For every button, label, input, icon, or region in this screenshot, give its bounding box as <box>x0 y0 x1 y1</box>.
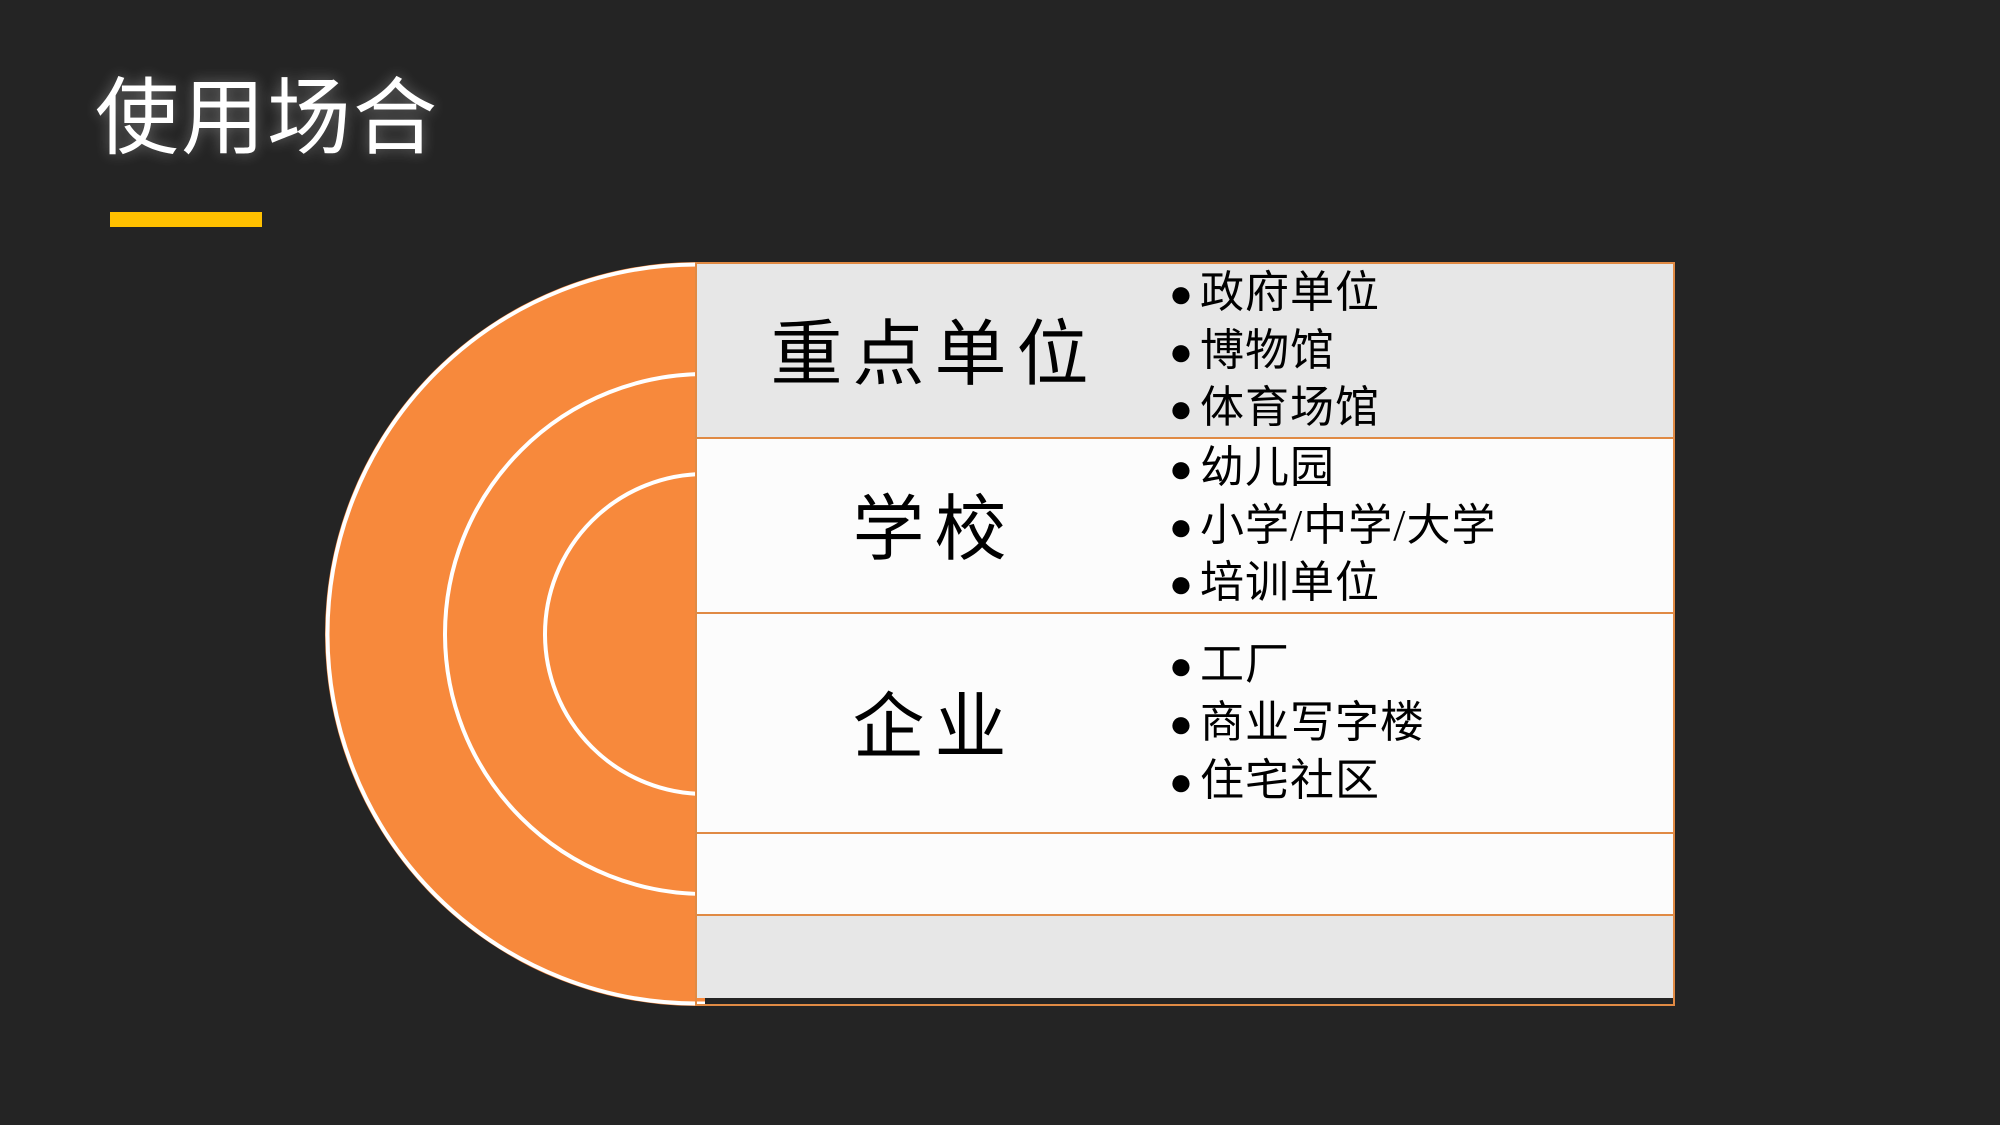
list-item: ● 小学/中学/大学 <box>1162 497 1673 555</box>
list-item-label: 工厂 <box>1200 640 1290 690</box>
scenarios-table: 重点单位 ● 政府单位 ● 博物馆 ● 体育场馆 学校 <box>695 262 1675 1006</box>
row-label: 学校 <box>852 490 1017 570</box>
list-item: ● 培训单位 <box>1162 554 1673 612</box>
row-items: ● 政府单位 ● 博物馆 ● 体育场馆 <box>1162 264 1673 437</box>
bullet-icon: ● <box>1168 561 1194 607</box>
list-item-label: 幼儿园 <box>1200 442 1335 492</box>
list-item-label: 培训单位 <box>1200 558 1380 608</box>
bullet-icon: ● <box>1168 503 1194 549</box>
stadium-fill <box>325 262 705 1006</box>
bullet-icon: ● <box>1168 643 1194 689</box>
list-item-label: 住宅社区 <box>1200 755 1380 805</box>
list-item: ● 住宅社区 <box>1162 752 1673 810</box>
row-items <box>1162 916 1673 998</box>
row-items <box>1162 834 1673 914</box>
bullet-icon: ● <box>1168 445 1194 491</box>
table-row <box>697 916 1673 998</box>
arc-inner <box>542 472 705 796</box>
title-accent-bar <box>110 212 262 227</box>
row-label: 重点单位 <box>770 315 1099 395</box>
row-label <box>697 834 1162 914</box>
list-item-label: 体育场馆 <box>1200 383 1380 433</box>
list-item: ● 博物馆 <box>1162 322 1673 380</box>
table-row: 重点单位 ● 政府单位 ● 博物馆 ● 体育场馆 <box>697 264 1673 439</box>
list-item-label: 小学/中学/大学 <box>1200 500 1497 550</box>
concentric-arc-svg <box>325 262 705 1006</box>
bullet-icon: ● <box>1168 701 1194 747</box>
row-items: ● 工厂 ● 商业写字楼 ● 住宅社区 <box>1162 614 1673 832</box>
concentric-arc-graphic <box>325 262 705 1006</box>
row-label: 企业 <box>852 687 1017 768</box>
row-label <box>697 916 1162 998</box>
row-items: ● 幼儿园 ● 小学/中学/大学 ● 培训单位 <box>1162 439 1673 612</box>
arc-middle <box>442 372 705 896</box>
list-item-label: 商业写字楼 <box>1200 698 1425 748</box>
list-item-label: 博物馆 <box>1200 325 1335 375</box>
page-title: 使用场合 <box>95 73 440 166</box>
list-item: ● 幼儿园 <box>1162 439 1673 497</box>
bullet-icon: ● <box>1168 386 1194 432</box>
table-row: 学校 ● 幼儿园 ● 小学/中学/大学 ● 培训单位 <box>697 439 1673 614</box>
list-item: ● 工厂 <box>1162 636 1673 694</box>
list-item: ● 商业写字楼 <box>1162 694 1673 752</box>
bullet-icon: ● <box>1168 270 1194 316</box>
list-item: ● 政府单位 <box>1162 264 1673 322</box>
bullet-icon: ● <box>1168 328 1194 374</box>
list-item: ● 体育场馆 <box>1162 379 1673 437</box>
table-row <box>697 834 1673 916</box>
list-item-label: 政府单位 <box>1200 267 1380 317</box>
arc-outer <box>325 262 705 1006</box>
bullet-icon: ● <box>1168 758 1194 804</box>
table-row: 企业 ● 工厂 ● 商业写字楼 ● 住宅社区 <box>697 614 1673 834</box>
